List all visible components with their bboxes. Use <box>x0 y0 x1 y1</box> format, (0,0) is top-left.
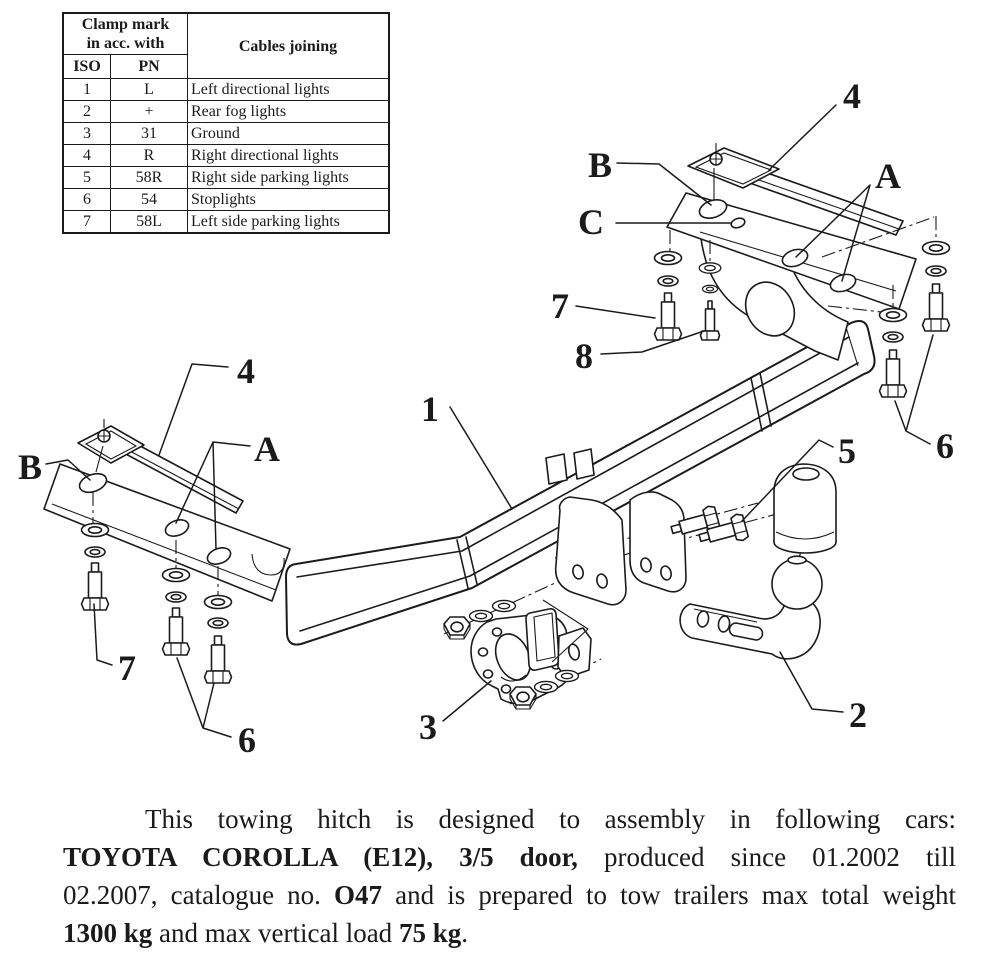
clamp-mark-header: Clamp mark in acc. with <box>62 12 188 55</box>
clamp-cell-pn: + <box>110 100 188 123</box>
description-text: This towing hitch is designed to assembl… <box>145 804 956 834</box>
description-bold-text: 75 kg <box>398 918 462 948</box>
tow-ball-assembly <box>679 463 837 660</box>
socket-plate <box>443 599 592 710</box>
iso-column-header: ISO <box>62 54 111 79</box>
clamp-cell-cables: Right side parking lights <box>187 166 390 189</box>
callout-hole-a-right: A <box>875 156 901 196</box>
cables-joining-header: Cables joining <box>187 12 390 79</box>
description-text: and max vertical load <box>152 918 399 948</box>
description-text: produced since 01.2002 till <box>577 842 956 872</box>
clamp-cell-cables: Stoplights <box>187 188 390 211</box>
clamp-mark-line1: Clamp mark <box>81 16 170 33</box>
description-line-2: TOYOTA COROLLA (E12), 3/5 door, produced… <box>63 838 956 876</box>
clamp-cell-cables: Right directional lights <box>187 144 390 167</box>
callout-part-5: 5 <box>838 431 856 471</box>
left-side-member <box>43 419 291 602</box>
callout-hole-c: C <box>578 202 604 242</box>
clamp-mark-table: Clamp mark in acc. with Cables joining I… <box>62 12 390 234</box>
callout-part-2: 2 <box>849 695 867 735</box>
callout-hole-b-left: B <box>17 447 43 487</box>
crossbar-beam <box>285 320 876 646</box>
callout-part-6-right: 6 <box>936 426 954 466</box>
ball-mount-bracket <box>554 491 750 606</box>
description-line-1: This towing hitch is designed to assembl… <box>63 800 956 838</box>
description-line-4: 1300 kg and max vertical load 75 kg. <box>63 914 956 952</box>
callout-part-7-left: 7 <box>118 648 136 688</box>
description-bold-text: 1300 kg <box>63 918 153 948</box>
description-bold-text: O47 <box>334 880 383 910</box>
clamp-cell-pn: 54 <box>110 188 188 211</box>
description-text: 02.2007, catalogue no. <box>63 880 335 910</box>
clamp-mark-line2: in acc. with <box>86 35 165 52</box>
vehicle-description: This towing hitch is designed to assembl… <box>63 800 956 952</box>
right-side-member <box>666 143 917 361</box>
callout-part-3: 3 <box>419 707 437 747</box>
callout-part-4-left: 4 <box>237 351 255 391</box>
ball-cover <box>773 463 837 554</box>
callout-part-1: 1 <box>421 389 439 429</box>
description-bold-text: TOYOTA COROLLA (E12), 3/5 door, <box>63 842 578 872</box>
hitch-drawing <box>43 104 951 738</box>
description-line-3: 02.2007, catalogue no. O47 and is prepar… <box>63 876 956 914</box>
clamp-cell-cables: Left directional lights <box>187 78 390 101</box>
clamp-cell-pn: 58L <box>110 210 188 234</box>
callout-part-7-top: 7 <box>551 286 569 326</box>
callout-hole-b-right: B <box>587 145 613 185</box>
callout-part-8: 8 <box>575 336 593 376</box>
description-text: . <box>461 918 468 948</box>
callout-hole-a-left: A <box>254 429 280 469</box>
clamp-row-2: 2+Rear fog lights <box>62 100 390 123</box>
clamp-cell-cables: Left side parking lights <box>187 210 390 234</box>
description-text: and is prepared to tow trailers max tota… <box>382 880 956 910</box>
callout-part-6-left: 6 <box>238 720 256 760</box>
tow-ball <box>771 558 823 610</box>
leader-lines <box>45 104 934 738</box>
callout-part-4-right: 4 <box>843 76 861 116</box>
